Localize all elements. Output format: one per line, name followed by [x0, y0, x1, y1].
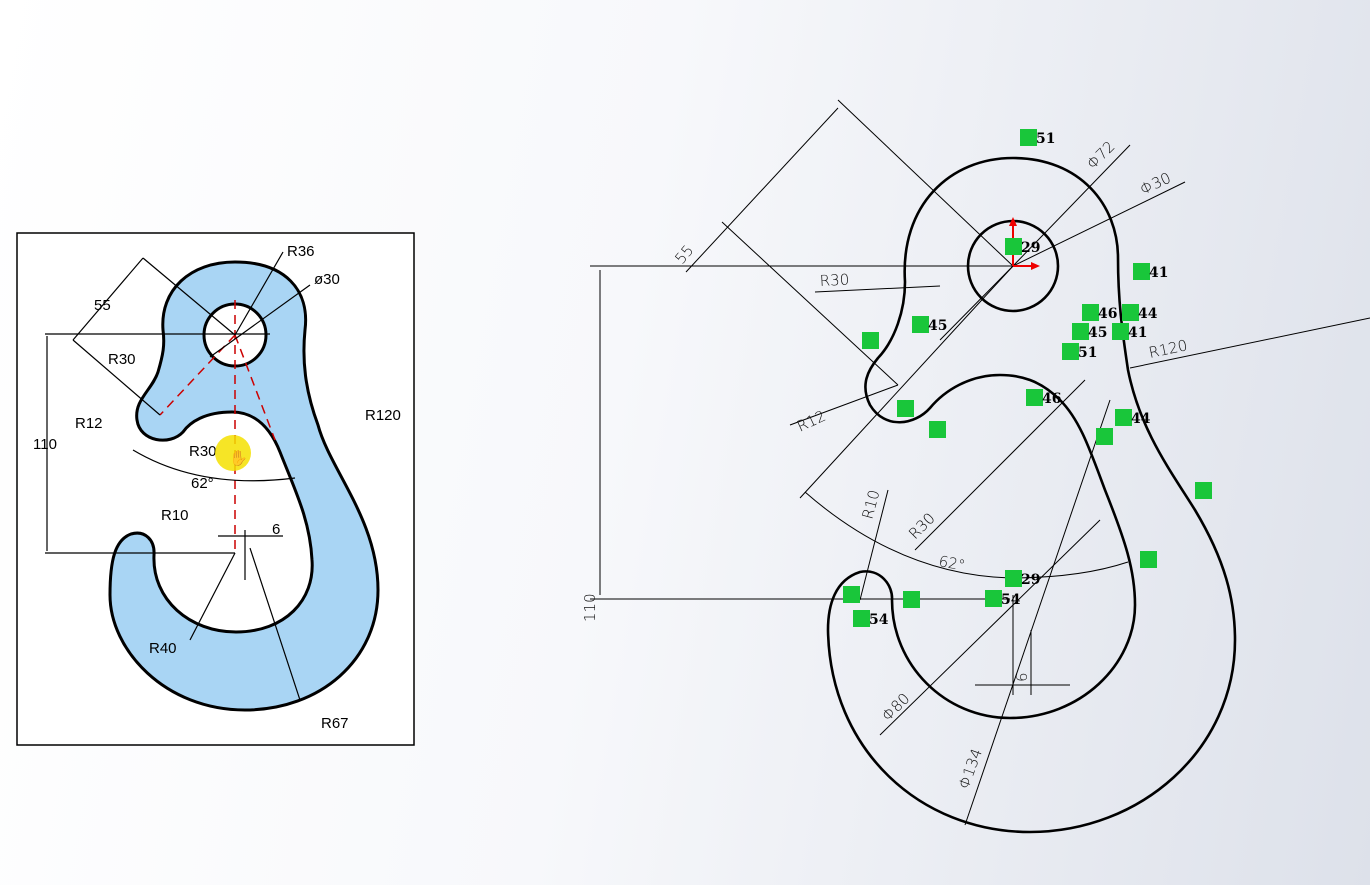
- tangent-relation-icon[interactable]: [1195, 482, 1212, 499]
- tangent-relation-icon[interactable]: [929, 421, 946, 438]
- origin-icon: [1009, 217, 1040, 270]
- hand-cursor-icon: ✋: [229, 449, 248, 467]
- tangent-relation-icon[interactable]: [843, 586, 860, 603]
- relation-icon: [853, 610, 870, 627]
- relation-label: 54: [869, 612, 889, 628]
- dim-phi80[interactable]: Φ80: [878, 689, 913, 724]
- relation-badge[interactable]: 41: [1133, 263, 1168, 281]
- relation-label: 46: [1042, 391, 1061, 407]
- relation-label: 54: [1001, 592, 1021, 608]
- relation-label: 45: [928, 318, 947, 334]
- relation-label: 41: [1128, 325, 1147, 341]
- relation-icon: [1020, 129, 1037, 146]
- relation-badge[interactable]: 46: [1082, 304, 1117, 322]
- relation-label: 44: [1138, 306, 1158, 322]
- relation-badge[interactable]: 45: [1072, 323, 1107, 341]
- relation-label: 46: [1098, 306, 1117, 322]
- relation-icon: [1082, 304, 1099, 321]
- relation-label: 51: [1078, 345, 1097, 361]
- dim-6[interactable]: 6: [1013, 672, 1031, 682]
- relation-badge[interactable]: 29: [1005, 570, 1040, 588]
- relation-badge[interactable]: 46: [1026, 389, 1061, 407]
- relation-badge[interactable]: 51: [1062, 343, 1097, 361]
- relation-label: 51: [1036, 131, 1055, 147]
- relation-icon: [1062, 343, 1079, 360]
- relation-badge[interactable]: 44: [1115, 409, 1151, 427]
- ref-label-r67: R67: [321, 715, 349, 732]
- relation-label: 44: [1131, 411, 1151, 427]
- ref-label-110: 110: [33, 436, 57, 453]
- relation-icon: [912, 316, 929, 333]
- ref-label-d30: ø30: [314, 271, 340, 288]
- sketch-outline[interactable]: [826, 156, 1237, 834]
- relation-icon: [985, 590, 1002, 607]
- relation-label: 41: [1149, 265, 1168, 281]
- relation-icon: [1026, 389, 1043, 406]
- relation-label: 29: [1021, 572, 1040, 588]
- relation-badge[interactable]: 44: [1122, 304, 1158, 322]
- ref-label-r30-inner: R30: [189, 443, 217, 460]
- ref-label-r12: R12: [75, 415, 103, 432]
- relation-icon: [1072, 323, 1089, 340]
- dim-r30-outer[interactable]: R30: [819, 270, 849, 290]
- ref-label-angle: 62°: [191, 475, 214, 492]
- relation-icon: [1005, 570, 1022, 587]
- relation-badge[interactable]: 54: [985, 590, 1021, 608]
- relation-icon: [1115, 409, 1132, 426]
- relation-badge[interactable]: 41: [1112, 323, 1147, 341]
- tangent-relation-icon[interactable]: [862, 332, 879, 349]
- sketch[interactable]: 55 R30 R12 R10 R30 62° Φ72 Φ30 R120 Φ80 …: [581, 99, 1370, 834]
- tangent-relation-icon[interactable]: [897, 400, 914, 417]
- reference-hook-shape: [108, 260, 380, 712]
- relation-icon: [1112, 323, 1129, 340]
- dim-r30-inner[interactable]: R30: [905, 509, 939, 543]
- cursor-highlight: [215, 435, 251, 471]
- ref-label-r30-outer: R30: [108, 351, 136, 368]
- relation-icon: [1122, 304, 1139, 321]
- relation-icon: [1005, 238, 1022, 255]
- ref-label-r10: R10: [161, 507, 189, 524]
- dim-r10[interactable]: R10: [858, 488, 883, 521]
- dim-r12[interactable]: R12: [794, 407, 828, 436]
- tangent-relation-icon[interactable]: [1096, 428, 1113, 445]
- ref-label-r40: R40: [149, 640, 177, 657]
- relation-badge[interactable]: 54: [853, 610, 889, 628]
- relation-label: 45: [1088, 325, 1107, 341]
- dim-r120[interactable]: R120: [1147, 336, 1189, 362]
- ref-label-r36: R36: [287, 243, 315, 260]
- relation-badge[interactable]: 51: [1020, 129, 1055, 147]
- relation-icon: [1133, 263, 1150, 280]
- reference-centerline: [234, 334, 276, 441]
- dim-110[interactable]: 110: [581, 593, 599, 622]
- dim-phi30[interactable]: Φ30: [1137, 169, 1174, 199]
- relation-badge[interactable]: 29: [1005, 238, 1040, 256]
- reference-drawing: R36 ø30 55 R30 R12 110 R30 62° R10 6 R12…: [16, 232, 415, 746]
- ref-label-r120: R120: [365, 407, 401, 424]
- relation-label: 29: [1021, 240, 1040, 256]
- dim-phi134[interactable]: Φ134: [955, 746, 986, 791]
- relation-badge[interactable]: 45: [912, 316, 947, 334]
- ref-label-55: 55: [94, 297, 111, 314]
- ref-label-6: 6: [272, 521, 280, 538]
- dim-phi72[interactable]: Φ72: [1083, 137, 1118, 172]
- tangent-relation-icon[interactable]: [903, 591, 920, 608]
- tangent-relation-icon[interactable]: [1140, 551, 1157, 568]
- dim-angle[interactable]: 62°: [937, 552, 966, 574]
